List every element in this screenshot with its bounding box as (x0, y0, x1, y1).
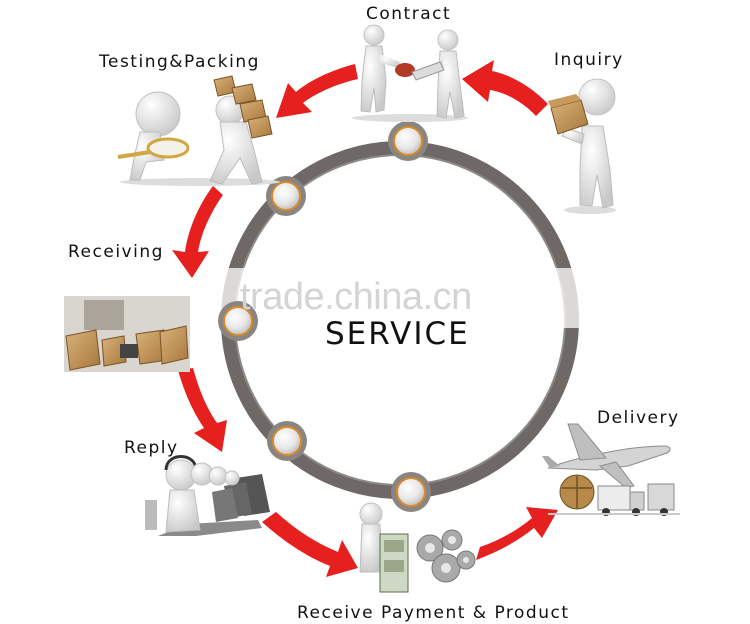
ring-node-reply (267, 421, 307, 461)
step-label-receiving: Receiving (68, 242, 164, 262)
person-holding-box-icon (548, 78, 616, 214)
handshake-contract-icon (352, 24, 468, 122)
center-title: SERVICE (325, 316, 470, 352)
arrow-testing-to-receiving (172, 186, 223, 278)
step-label-contract: Contract (366, 4, 452, 24)
watermark-text: trade.china.cn (240, 276, 472, 318)
ring-node-testing (266, 176, 306, 216)
payment-and-gears-icon (359, 502, 476, 593)
warehouse-boxes-icon (64, 296, 190, 372)
arrow-inquiry-to-contract (462, 60, 548, 116)
airplane-and-truck-icon (542, 423, 680, 516)
ring-node-receiving (218, 301, 258, 341)
step-label-testing-packing: Testing&Packing (99, 52, 260, 72)
step-label-reply: Reply (124, 438, 179, 458)
arrow-payment-to-delivery (476, 507, 558, 560)
arrow-contract-to-testing (276, 64, 358, 118)
arrow-reply-to-payment (262, 512, 358, 577)
step-label-receive-payment-product: Receive Payment & Product (297, 603, 570, 623)
ring-node-payment (391, 472, 431, 512)
inspect-and-carry-boxes-icon (117, 75, 280, 186)
step-label-inquiry: Inquiry (554, 50, 624, 70)
ring-node-contract (388, 121, 428, 161)
arrow-receiving-to-reply (178, 368, 227, 452)
call-center-operators-icon (145, 455, 270, 536)
step-label-delivery: Delivery (597, 408, 680, 428)
